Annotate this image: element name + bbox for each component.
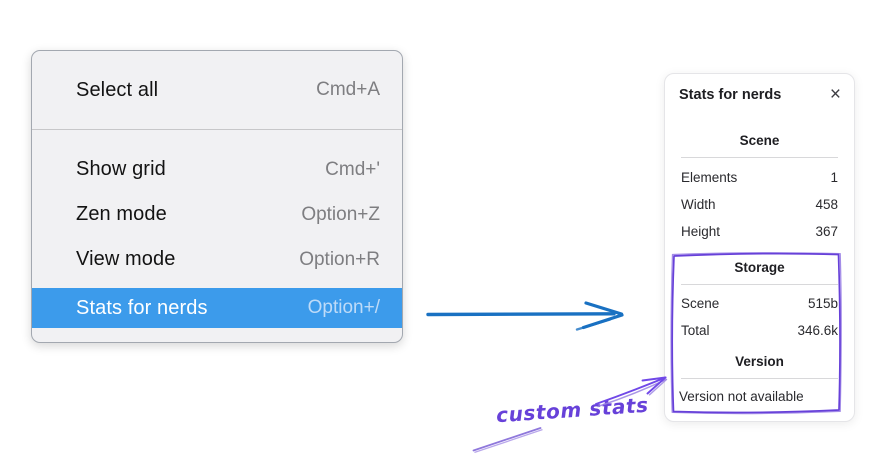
- section-title-scene: Scene: [739, 133, 780, 148]
- menu-item-shortcut: Cmd+A: [316, 79, 380, 100]
- stat-label: Height: [681, 224, 721, 239]
- menu-item-shortcut: Cmd+': [325, 158, 380, 180]
- stat-value: 367: [815, 224, 838, 239]
- stat-value: 346.6k: [797, 323, 838, 338]
- section-title-version: Version: [735, 354, 784, 369]
- menu-item-view-mode[interactable]: View mode Option+R: [32, 237, 402, 282]
- close-icon[interactable]: ×: [829, 84, 841, 105]
- stat-label: Width: [681, 197, 716, 212]
- menu-item-shortcut: Option+R: [299, 248, 380, 270]
- context-menu: Select all Cmd+A Show grid Cmd+' Zen mod…: [31, 50, 403, 343]
- stats-panel-header: Stats for nerds ×: [665, 74, 854, 105]
- menu-item-zen-mode[interactable]: Zen mode Option+Z: [32, 192, 402, 237]
- menu-item-label: Show grid: [76, 158, 166, 180]
- menu-item-select-all[interactable]: Select all Cmd+A: [32, 51, 402, 129]
- version-note: Version not available: [679, 389, 804, 404]
- menu-item-stats-for-nerds[interactable]: Stats for nerds Option+/: [32, 288, 402, 328]
- menu-item-shortcut: Option+/: [307, 297, 380, 318]
- stat-row-width: Width 458: [681, 191, 838, 218]
- menu-item-label: View mode: [76, 248, 176, 270]
- section-title-storage: Storage: [734, 260, 785, 275]
- stat-value: 1: [830, 170, 838, 185]
- stat-value: 458: [815, 197, 838, 212]
- menu-section: Show grid Cmd+' Zen mode Option+Z View m…: [32, 130, 402, 328]
- stat-label: Elements: [681, 170, 738, 185]
- storage-rows: Scene 515b Total 346.6k: [665, 285, 854, 344]
- stat-row-scene-size: Scene 515b: [681, 290, 838, 317]
- stat-label: Scene: [681, 296, 720, 311]
- menu-separator: [32, 129, 402, 130]
- menu-item-show-grid[interactable]: Show grid Cmd+': [32, 147, 402, 192]
- menu-item-shortcut: Option+Z: [301, 203, 380, 225]
- stats-panel: Stats for nerds × Scene Elements 1 Width…: [664, 73, 855, 422]
- annotation-custom-stats-label: custom stats: [495, 392, 650, 428]
- stat-label: Total: [681, 323, 710, 338]
- scene-rows: Elements 1 Width 458 Height 367: [665, 158, 854, 245]
- section-divider: [681, 157, 838, 158]
- menu-item-label: Zen mode: [76, 203, 167, 225]
- stat-row-elements: Elements 1: [681, 164, 838, 191]
- blue-arrow: [426, 301, 624, 331]
- stat-value: 515b: [807, 296, 838, 311]
- menu-item-label: Stats for nerds: [76, 296, 208, 319]
- stats-panel-title: Stats for nerds: [679, 87, 782, 103]
- stat-row-total-size: Total 346.6k: [681, 317, 838, 344]
- menu-item-label: Select all: [76, 78, 159, 101]
- stat-row-height: Height 367: [681, 218, 838, 245]
